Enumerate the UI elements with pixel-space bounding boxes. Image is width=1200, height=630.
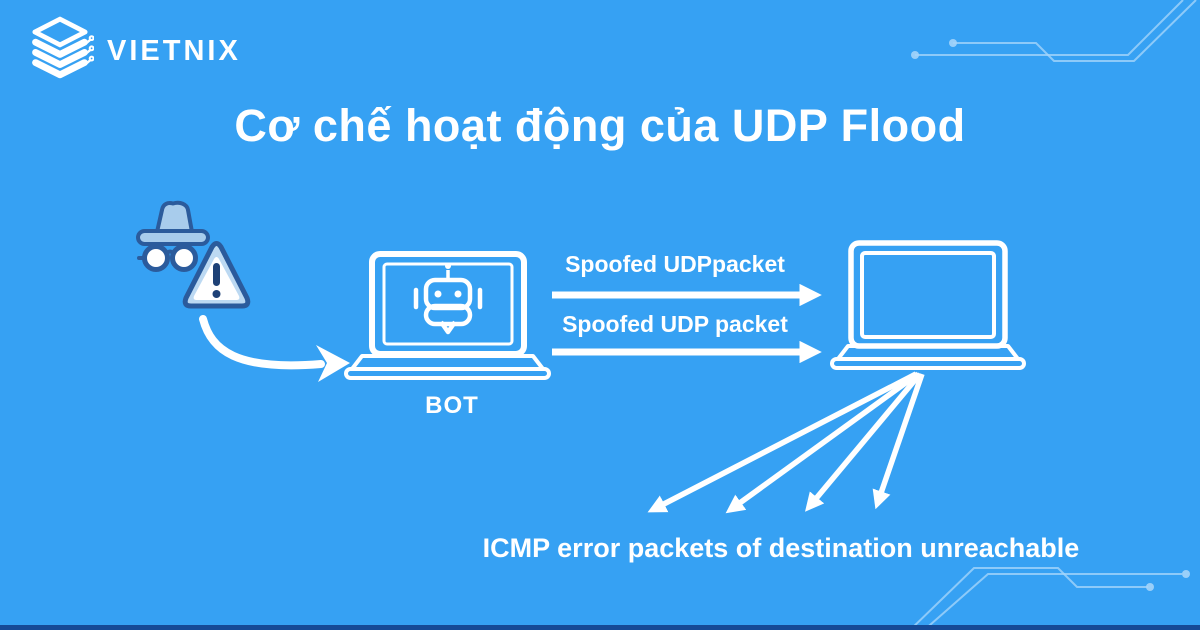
flow-label-spoofed-udp-packet-1: Spoofed UDPpacket [565, 251, 785, 277]
curved-arrow [199, 315, 350, 382]
bottom-accent-bar [0, 625, 1200, 630]
bot-robot-icon [413, 263, 483, 335]
icmp-fan-arrows [647, 371, 925, 514]
brand-name: VIETNIX [107, 34, 241, 67]
page-title: Cơ chế hoạt động của UDP Flood [234, 100, 966, 151]
laptop-with-bot-icon [344, 251, 551, 380]
warning-triangle-icon [182, 241, 251, 309]
brand-logo: VIETNIX [26, 14, 241, 84]
circuit-decoration-top-right [911, 0, 1197, 62]
bot-label: BOT [425, 392, 479, 419]
flow-label-spoofed-udp-packet-2: Spoofed UDP packet [562, 311, 788, 337]
hacker-spy-icon [136, 200, 210, 272]
vietnix-stack-circuit-icon [32, 16, 94, 79]
icmp-error-label: ICMP error packets of destination unreac… [482, 533, 1080, 563]
laptop-icon [830, 240, 1026, 370]
spoofed-packet-arrows [552, 283, 822, 364]
circuit-decoration-bottom-right [908, 567, 1190, 630]
